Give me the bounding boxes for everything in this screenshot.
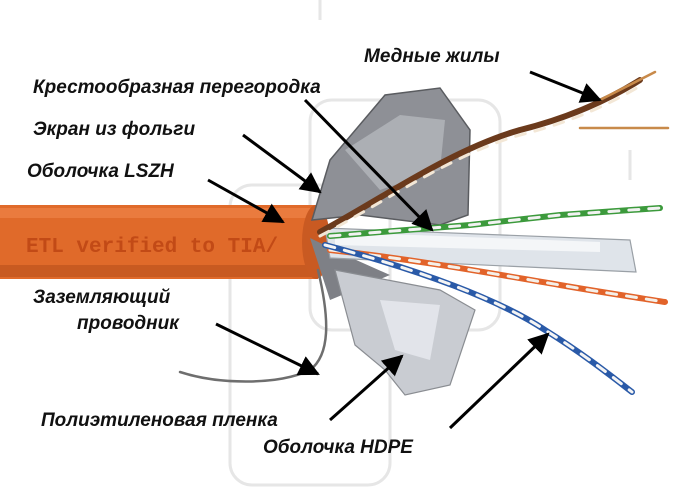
arrow-lszh-jacket [207,178,285,224]
arrow-hdpe-jacket [448,332,550,430]
polyethylene-film [334,269,476,396]
label-hdpe-jacket: Оболочка HDPE [263,437,413,458]
label-pe-film: Полиэтиленовая пленка [41,410,278,431]
orange-pair [327,247,668,305]
label-ground-wire-line1: Заземляющий [33,287,171,308]
arrow-copper-cores [529,70,602,103]
leader-arrows [207,70,602,430]
label-cross-separator: Крестообразная перегородка [33,77,321,98]
blue-pair [322,242,635,395]
label-copper-cores: Медные жилы [364,46,500,67]
label-lszh-jacket: Оболочка LSZH [27,161,174,182]
cable-print-text: ETL verified to TIA/ [26,236,278,259]
arrow-cross-separator [303,98,434,232]
arrow-foil-screen [242,133,322,194]
brown-pair [317,77,643,238]
arrow-pe-film [329,354,404,422]
green-pair [327,205,663,239]
copper-cores [578,70,670,130]
label-foil-screen: Экран из фольги [33,119,196,140]
arrow-ground-wire [215,322,320,376]
ground-wire [178,268,328,383]
label-ground-wire-line2: проводник [77,313,179,334]
